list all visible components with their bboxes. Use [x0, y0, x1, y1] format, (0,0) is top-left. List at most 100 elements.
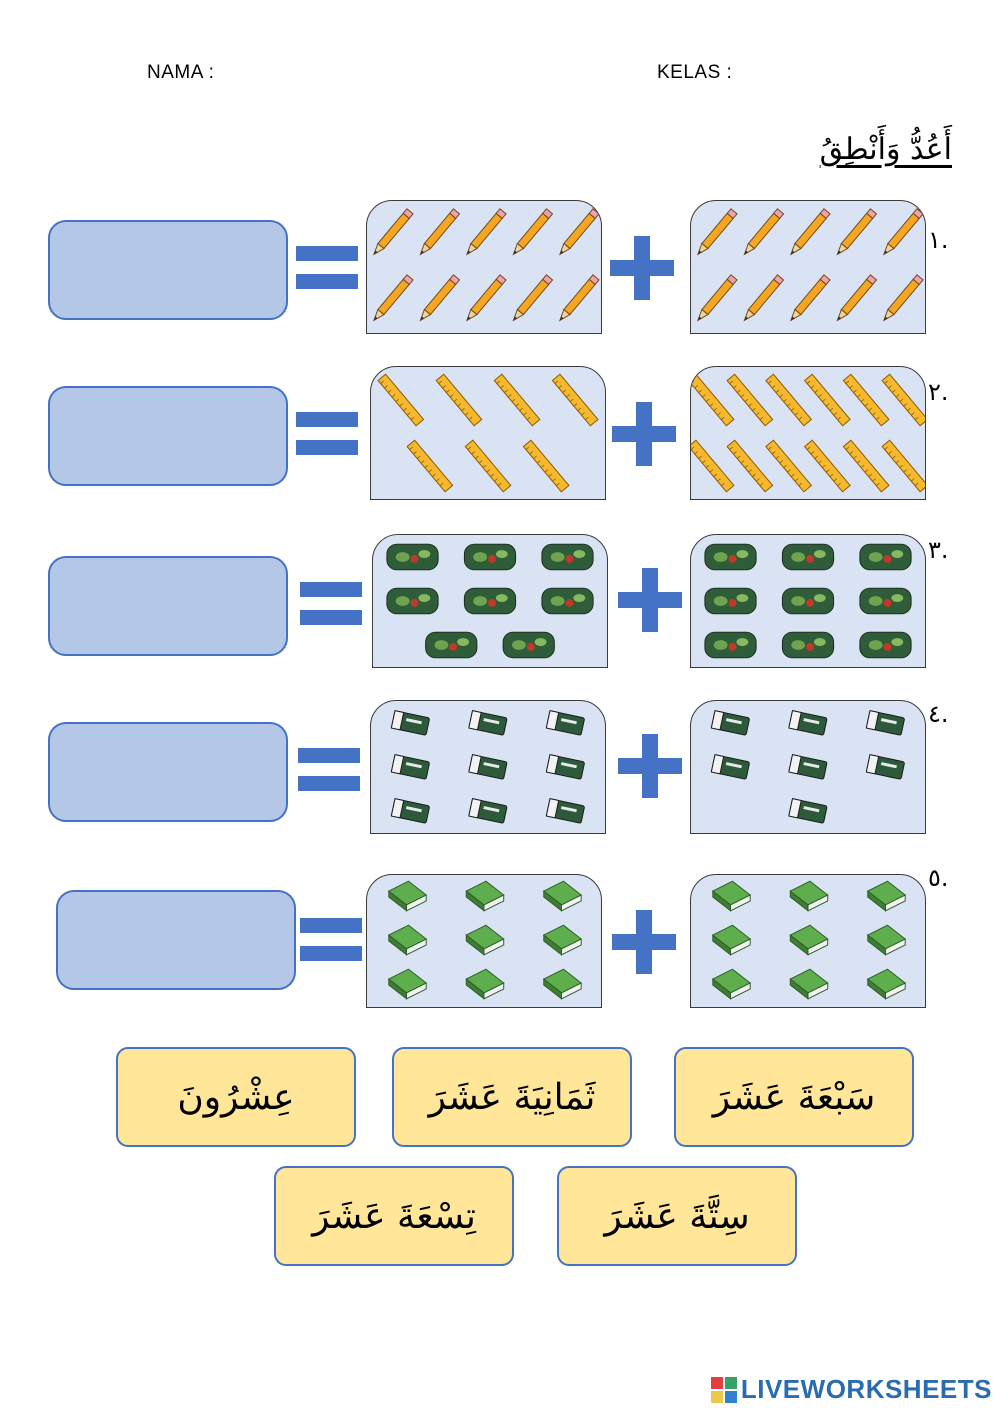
pencil-icon — [558, 208, 600, 256]
answer-choice-18[interactable]: ثَمَانِيَةَ عَشَرَ — [392, 1047, 632, 1147]
ruler-icon — [691, 373, 735, 427]
name-label: NAMA : — [147, 62, 215, 83]
ruler-icon — [726, 373, 774, 427]
book-icon — [866, 880, 907, 912]
eraser-group — [390, 710, 585, 824]
eraser-icon — [545, 798, 585, 824]
book-icon — [465, 924, 505, 956]
book-icon — [387, 968, 428, 1000]
book-icon — [789, 968, 829, 1000]
brand-icon — [710, 1376, 737, 1403]
answer-box[interactable] — [48, 722, 288, 822]
eraser-icon — [865, 754, 905, 780]
eraser-icon — [545, 754, 585, 780]
ruler-icon — [406, 439, 454, 493]
eraser-group — [710, 710, 905, 824]
pencil-icon — [743, 208, 785, 256]
pencil-case-icon — [704, 631, 757, 659]
answer-box[interactable] — [48, 220, 288, 320]
eraser-icon — [390, 798, 430, 824]
book-icon — [387, 880, 428, 912]
worksheet-title: أَعُدُّ وَأَنْطِقُ — [819, 132, 952, 167]
pencil-icon — [743, 274, 785, 322]
right-image-panel — [690, 700, 926, 834]
ruler-icon — [765, 439, 813, 493]
pencil-case-icon — [386, 587, 439, 615]
pencil-case-group — [704, 543, 912, 659]
ruler-icon — [377, 373, 425, 427]
exercise-row-4: .٤ — [0, 700, 1000, 840]
pencil-group — [696, 208, 924, 322]
book-icon — [711, 968, 752, 1000]
pencil-icon — [789, 208, 831, 256]
book-icon — [387, 924, 428, 956]
answer-choice-19[interactable]: تِسْعَةَ عَشَرَ — [274, 1166, 514, 1266]
plus-sign — [612, 402, 676, 466]
book-icon — [542, 924, 583, 956]
book-icon — [465, 968, 505, 1000]
plus-sign — [610, 236, 674, 300]
pencil-icon — [558, 274, 600, 322]
left-image-panel — [366, 200, 602, 334]
pencil-case-group — [386, 543, 594, 659]
answer-choice-20[interactable]: عِشْرُونَ — [116, 1047, 356, 1147]
equals-sign — [300, 574, 362, 636]
pencil-icon — [465, 274, 507, 322]
book-icon — [789, 880, 829, 912]
ruler-icon — [765, 373, 813, 427]
eraser-icon — [468, 710, 508, 736]
eraser-icon — [390, 754, 430, 780]
pencil-case-icon — [463, 543, 517, 571]
pencil-case-icon — [502, 631, 555, 659]
exercise-row-3: .٣ — [0, 534, 1000, 674]
pencil-icon — [836, 274, 878, 322]
answer-box[interactable] — [56, 890, 296, 990]
liveworksheets-logo: LIVEWORKSHEETS — [710, 1374, 992, 1405]
book-icon — [866, 968, 907, 1000]
class-label: KELAS : — [657, 62, 733, 83]
book-icon — [711, 880, 752, 912]
answer-box[interactable] — [48, 556, 288, 656]
equals-sign — [296, 238, 358, 300]
pencil-case-icon — [859, 543, 912, 571]
eraser-icon — [788, 798, 828, 824]
right-image-panel — [690, 366, 926, 500]
question-number: .١ — [928, 226, 949, 254]
eraser-icon — [710, 710, 750, 736]
eraser-icon — [390, 710, 430, 736]
pencil-case-icon — [859, 587, 912, 615]
pencil-case-icon — [781, 631, 835, 659]
pencil-icon — [419, 274, 461, 322]
ruler-icon — [493, 373, 541, 427]
book-icon — [465, 880, 505, 912]
plus-sign — [618, 568, 682, 632]
answer-choice-17[interactable]: سَبْعَةَ عَشَرَ — [674, 1047, 914, 1147]
book-icon — [789, 924, 829, 956]
book-icon — [711, 924, 752, 956]
plus-sign — [612, 910, 676, 974]
ruler-group — [691, 373, 925, 493]
answer-box[interactable] — [48, 386, 288, 486]
ruler-icon — [691, 439, 735, 493]
pencil-icon — [789, 274, 831, 322]
ruler-icon — [881, 373, 925, 427]
left-image-panel — [370, 700, 606, 834]
left-image-panel — [370, 366, 606, 500]
pencil-case-icon — [704, 543, 757, 571]
right-image-panel — [690, 874, 926, 1008]
exercise-row-5: .٥ — [0, 864, 1000, 1014]
exercise-row-1: .١ — [0, 200, 1000, 340]
ruler-icon — [435, 373, 483, 427]
answer-choice-16[interactable]: سِتَّةَ عَشَرَ — [557, 1166, 797, 1266]
eraser-icon — [468, 754, 508, 780]
left-image-panel — [372, 534, 608, 668]
question-number: .٢ — [928, 378, 949, 406]
equals-sign — [298, 740, 360, 802]
pencil-icon — [465, 208, 507, 256]
ruler-icon — [522, 439, 570, 493]
ruler-icon — [803, 439, 851, 493]
pencil-icon — [372, 274, 414, 322]
ruler-icon — [881, 439, 925, 493]
book-group — [711, 880, 907, 1000]
eraser-icon — [865, 710, 905, 736]
